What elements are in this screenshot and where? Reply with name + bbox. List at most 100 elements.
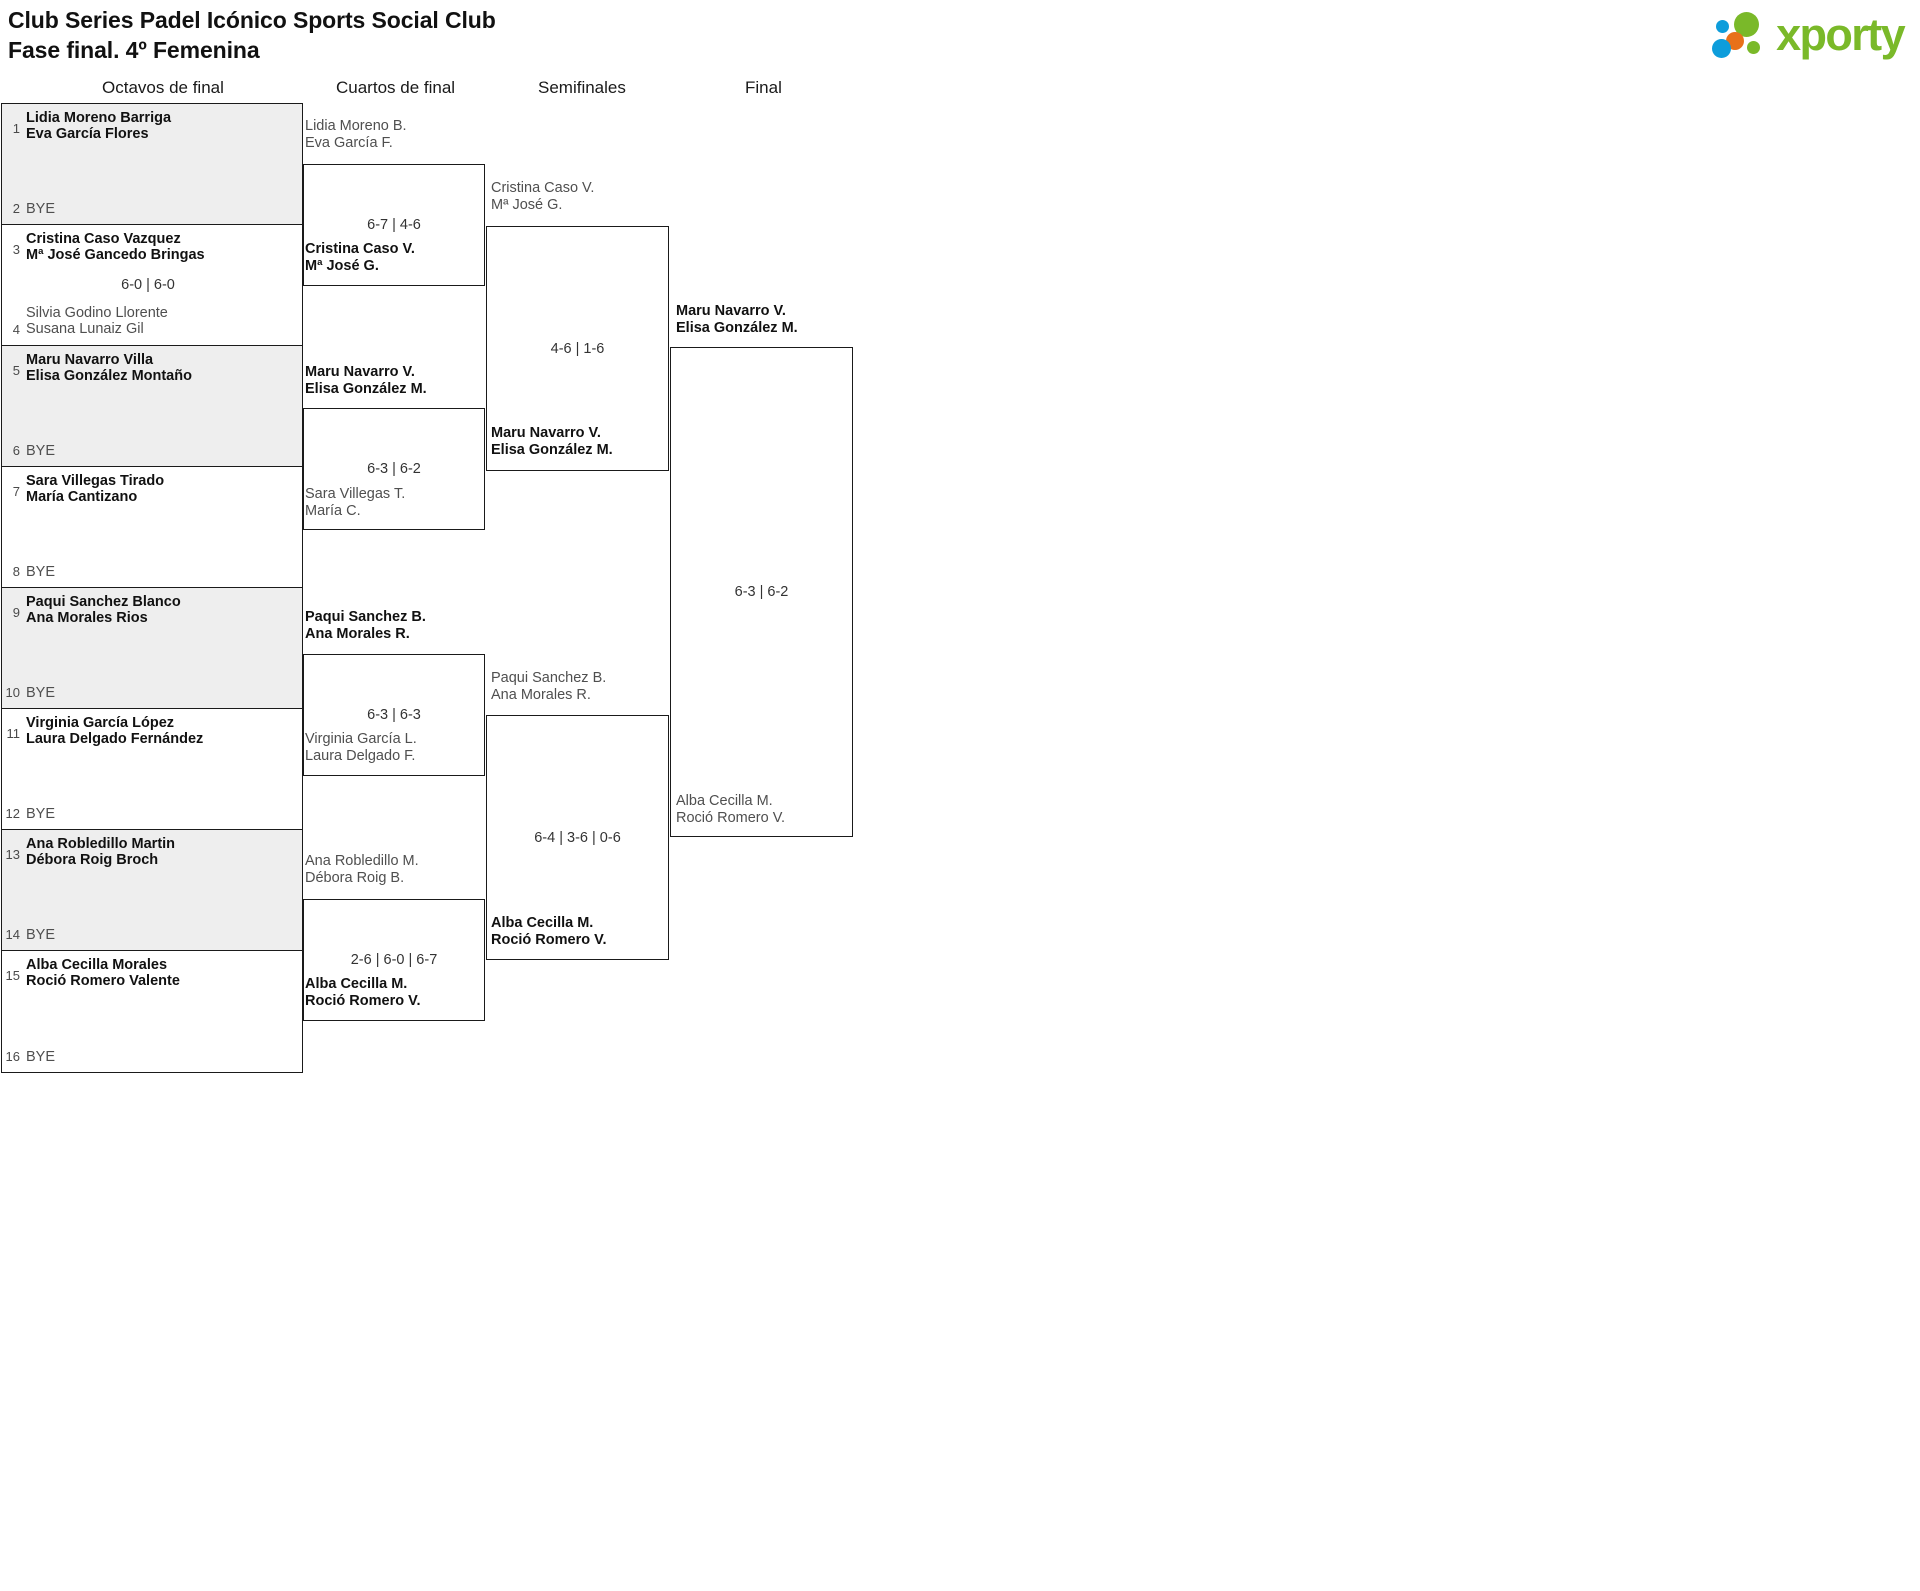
seed-number: 10	[5, 685, 20, 700]
team-names: Maru Navarro Villa Elisa González Montañ…	[26, 352, 192, 385]
r2-match-4-box[interactable]: 2-6 | 6-0 | 6-7	[303, 899, 485, 1021]
player-2-name: Roció Romero Valente	[26, 972, 180, 989]
r3-m1-bottom-team[interactable]: Maru Navarro V. Elisa González M.	[491, 425, 613, 458]
r2-m4-bottom-team[interactable]: Alba Cecilla M. Roció Romero V.	[305, 976, 421, 1009]
player-2-name: Eva García Flores	[26, 125, 149, 142]
r1-m4-top-slot[interactable]: 7 Sara Villegas Tirado María Cantizano	[2, 473, 302, 508]
team-names: Ana Robledillo Martin Débora Roig Broch	[26, 836, 175, 869]
r2-m2-bottom-team[interactable]: Sara Villegas T. María C.	[305, 486, 405, 519]
r1-m5-top-slot[interactable]: 9 Paqui Sanchez Blanco Ana Morales Rios	[2, 594, 302, 629]
player-1-name: Paqui Sanchez B.	[305, 609, 426, 625]
player-2-name: María Cantizano	[26, 488, 138, 505]
r1-m3-bottom-slot[interactable]: 6 BYE	[2, 425, 302, 459]
r2-match-1-box[interactable]: 6-7 | 4-6	[303, 164, 485, 286]
r1-m2-bottom-slot[interactable]: 4 Silvia Godino Llorente Susana Lunaiz G…	[2, 304, 302, 338]
page-title: Club Series Padel Icónico Sports Social …	[8, 6, 496, 66]
player-1-name: Silvia Godino Llorente	[26, 305, 168, 322]
r2-m4-score: 2-6 | 6-0 | 6-7	[350, 952, 438, 968]
seed-number: 13	[5, 846, 20, 862]
r1-m3-top-slot[interactable]: 5 Maru Navarro Villa Elisa González Mont…	[2, 352, 302, 387]
r2-match-2-box[interactable]: 6-3 | 6-2	[303, 408, 485, 530]
round-1-column: 1 Lidia Moreno Barriga Eva García Flores…	[1, 103, 303, 1073]
player-2-name: Mª José Gancedo Bringas	[26, 246, 205, 263]
player-1-name: Sara Villegas Tirado	[26, 473, 165, 489]
r1-m7-bottom-slot[interactable]: 14 BYE	[2, 909, 302, 943]
r1-m6-bottom-slot[interactable]: 12 BYE	[2, 788, 302, 822]
bye-label: BYE	[26, 442, 56, 459]
player-2-name: Roció Romero V.	[491, 931, 607, 948]
r1-match-8[interactable]: 15 Alba Cecilla Morales Roció Romero Val…	[2, 951, 302, 1072]
r4-m1-bottom-team[interactable]: Alba Cecilla M. Roció Romero V.	[676, 793, 785, 826]
seed-number: 1	[12, 120, 20, 136]
team-names: Lidia Moreno Barriga Eva García Flores	[26, 110, 172, 143]
player-1-name: Maru Navarro V.	[305, 364, 415, 380]
player-2-name: Elisa González M.	[491, 441, 613, 458]
round-header-final: Final	[745, 78, 782, 97]
r1-match-2[interactable]: 3 Cristina Caso Vazquez Mª José Gancedo …	[2, 225, 302, 346]
r1-m1-bottom-slot[interactable]: 2 BYE	[2, 183, 302, 217]
seed-number: 8	[12, 564, 20, 579]
player-2-name: Débora Roig B.	[305, 869, 405, 886]
r1-m7-top-slot[interactable]: 13 Ana Robledillo Martin Débora Roig Bro…	[2, 836, 302, 871]
r2-match-3-box[interactable]: 6-3 | 6-3	[303, 654, 485, 776]
r3-m2-bottom-team[interactable]: Alba Cecilla M. Roció Romero V.	[491, 915, 607, 948]
r2-m3-top-team[interactable]: Paqui Sanchez B. Ana Morales R.	[305, 609, 426, 642]
player-2-name: Roció Romero V.	[305, 992, 421, 1009]
player-1-name: Lidia Moreno Barriga	[26, 110, 172, 126]
r3-match-2-box[interactable]: 6-4 | 3-6 | 0-6	[486, 715, 669, 960]
player-1-name: Paqui Sanchez B.	[491, 670, 607, 686]
team-names: Sara Villegas Tirado María Cantizano	[26, 473, 165, 506]
player-2-name: Ana Morales R.	[305, 625, 410, 642]
r1-m6-top-slot[interactable]: 11 Virginia García López Laura Delgado F…	[2, 715, 302, 750]
player-1-name: Cristina Caso V.	[305, 241, 415, 257]
player-1-name: Alba Cecilla Morales	[26, 957, 168, 973]
r1-m4-bottom-slot[interactable]: 8 BYE	[2, 546, 302, 580]
r1-m2-top-slot[interactable]: 3 Cristina Caso Vazquez Mª José Gancedo …	[2, 231, 302, 266]
player-2-name: Susana Lunaiz Gil	[26, 321, 144, 338]
r4-m1-top-team[interactable]: Maru Navarro V. Elisa González M.	[676, 303, 798, 336]
player-2-name: Eva García F.	[305, 134, 393, 151]
r1-m1-top-slot[interactable]: 1 Lidia Moreno Barriga Eva García Flores	[2, 110, 302, 145]
r1-m5-bottom-slot[interactable]: 10 BYE	[2, 667, 302, 701]
r3-match-1-box[interactable]: 4-6 | 1-6	[486, 226, 669, 471]
player-2-name: Elisa González M.	[676, 319, 798, 336]
player-2-name: Ana Morales R.	[491, 686, 591, 703]
r3-m1-score: 4-6 | 1-6	[550, 340, 605, 357]
r1-match-1[interactable]: 1 Lidia Moreno Barriga Eva García Flores…	[2, 104, 302, 225]
bye-label: BYE	[26, 1048, 56, 1065]
r2-m4-top-team[interactable]: Ana Robledillo M. Débora Roig B.	[305, 853, 419, 886]
r1-m8-bottom-slot[interactable]: 16 BYE	[2, 1031, 302, 1065]
r4-match-1-box[interactable]: 6-3 | 6-2	[670, 347, 853, 837]
player-2-name: Ana Morales Rios	[26, 609, 148, 626]
r2-m1-bottom-team[interactable]: Cristina Caso V. Mª José G.	[305, 241, 415, 274]
r1-match-5[interactable]: 9 Paqui Sanchez Blanco Ana Morales Rios …	[2, 588, 302, 709]
logo-dot-green-small	[1747, 41, 1761, 54]
round-header-cuartos: Cuartos de final	[336, 78, 456, 97]
r1-match-6[interactable]: 11 Virginia García López Laura Delgado F…	[2, 709, 302, 830]
round-header-octavos: Octavos de final	[102, 78, 224, 97]
player-1-name: Maru Navarro V.	[491, 425, 601, 441]
team-names: Paqui Sanchez Blanco Ana Morales Rios	[26, 594, 181, 627]
player-1-name: Paqui Sanchez Blanco	[26, 594, 181, 610]
r1-m8-top-slot[interactable]: 15 Alba Cecilla Morales Roció Romero Val…	[2, 957, 302, 992]
player-1-name: Alba Cecilla M.	[491, 915, 594, 931]
team-names: Cristina Caso Vazquez Mª José Gancedo Br…	[26, 231, 205, 264]
player-1-name: Alba Cecilla M.	[305, 976, 408, 992]
seed-number: 9	[12, 604, 20, 620]
seed-number: 6	[12, 443, 20, 458]
player-1-name: Maru Navarro V.	[676, 303, 786, 319]
seed-number: 5	[12, 362, 20, 378]
r2-m3-bottom-team[interactable]: Virginia García L. Laura Delgado F.	[305, 731, 417, 764]
r3-m1-top-team[interactable]: Cristina Caso V. Mª José G.	[491, 180, 594, 213]
round-header-semifinales: Semifinales	[538, 78, 626, 97]
r2-m2-top-team[interactable]: Maru Navarro V. Elisa González M.	[305, 364, 427, 397]
r1-match-4[interactable]: 7 Sara Villegas Tirado María Cantizano 8…	[2, 467, 302, 588]
r1-match-7[interactable]: 13 Ana Robledillo Martin Débora Roig Bro…	[2, 830, 302, 951]
r2-m1-top-team[interactable]: Lidia Moreno B. Eva García F.	[305, 118, 407, 151]
player-2-name: Elisa González Montaño	[26, 367, 192, 384]
r3-m2-top-team[interactable]: Paqui Sanchez B. Ana Morales R.	[491, 670, 606, 703]
r1-match-3[interactable]: 5 Maru Navarro Villa Elisa González Mont…	[2, 346, 302, 467]
title-line-1: Club Series Padel Icónico Sports Social …	[8, 7, 496, 33]
player-2-name: Mª José G.	[305, 257, 379, 274]
bye-label: BYE	[26, 200, 56, 217]
